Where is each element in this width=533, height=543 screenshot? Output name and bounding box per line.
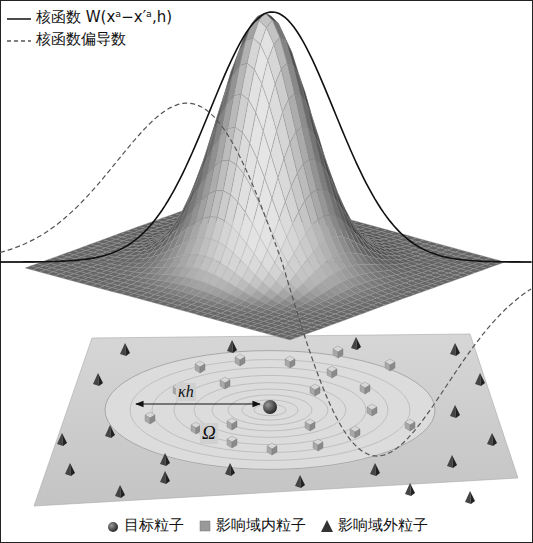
inner-particle <box>405 419 415 431</box>
inner-particle <box>313 439 323 451</box>
legend-sample <box>320 518 334 534</box>
inner-particle <box>327 366 337 378</box>
inner-particle <box>235 354 245 366</box>
outer-particle <box>465 491 475 504</box>
outer-particle <box>225 463 235 476</box>
inner-particle <box>360 382 370 394</box>
inner-particle <box>350 426 360 438</box>
outer-particle <box>475 373 485 386</box>
outer-particle <box>405 483 415 496</box>
legend-item: 目标粒子 <box>106 516 184 535</box>
outer-particle <box>93 373 103 386</box>
kernel-curve <box>0 12 531 262</box>
inner-particle <box>310 384 320 396</box>
contour-ring <box>130 360 410 461</box>
inner-particle <box>267 443 277 455</box>
legend-sample <box>106 518 120 534</box>
legend-sample <box>6 32 32 48</box>
outer-particle <box>115 485 125 498</box>
legend-sample <box>6 10 32 26</box>
legend-item: 影响域外粒子 <box>320 516 428 535</box>
legend-item: 核函数 W(xᵃ−x′ᵃ,h) <box>6 8 172 27</box>
derivative-curve <box>0 103 531 456</box>
contour-ring <box>228 395 312 425</box>
target-particle <box>263 400 277 414</box>
contour-ring <box>212 389 328 431</box>
legend-text: 影响域外粒子 <box>338 516 428 535</box>
support-domain <box>105 350 435 470</box>
inner-particle <box>220 377 230 389</box>
inner-particle <box>285 356 295 368</box>
inner-particle <box>367 404 377 416</box>
outer-particle <box>105 425 115 438</box>
outer-particle <box>160 471 170 484</box>
legend-text: 核函数偏导数 <box>36 30 126 49</box>
outer-particle <box>120 343 130 356</box>
inner-particle <box>195 361 205 373</box>
inner-particle <box>305 419 315 431</box>
outer-particle <box>351 337 361 350</box>
radius-arrow <box>136 403 260 404</box>
legend-item: 影响域内粒子 <box>198 516 306 535</box>
outer-particle <box>65 463 75 476</box>
legend-sample <box>198 518 212 534</box>
domain-label: Ω <box>200 423 218 444</box>
outer-particle <box>370 463 380 476</box>
contour-ring <box>242 400 298 420</box>
legend-text: 目标粒子 <box>124 516 184 535</box>
inner-particle <box>385 359 395 371</box>
outer-particle <box>57 433 67 446</box>
legend-item: 核函数偏导数 <box>6 30 126 49</box>
outer-particle <box>487 433 497 446</box>
inner-particle <box>227 436 237 448</box>
surface-facet <box>283 336 296 340</box>
outer-particle <box>160 453 170 466</box>
inner-particle <box>333 346 343 358</box>
radius-label: κh <box>176 383 196 401</box>
outer-particle <box>295 475 305 488</box>
outer-particle <box>450 405 460 418</box>
ground-plane <box>34 334 518 506</box>
legend-text: 影响域内粒子 <box>216 516 306 535</box>
kernel-surface <box>25 13 505 340</box>
legend-text: 核函数 W(xᵃ−x′ᵃ,h) <box>36 8 172 27</box>
outer-particle <box>450 343 460 356</box>
inner-particle <box>227 418 237 430</box>
contour-ring <box>105 351 435 470</box>
contour-ring <box>174 375 366 444</box>
outer-particle <box>447 455 457 468</box>
outer-particle <box>227 340 237 353</box>
inner-particle <box>145 412 155 424</box>
contour-ring <box>152 368 388 453</box>
